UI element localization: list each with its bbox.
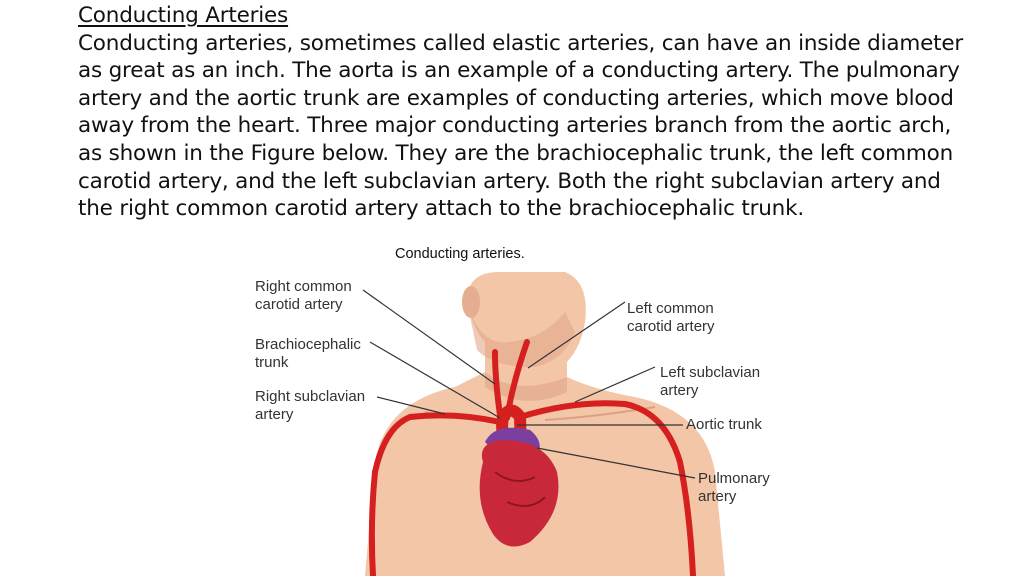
label-left-common-carotid: Left common carotid artery [627,300,715,335]
arteries-figure: Right common carotid artery Brachiocepha… [245,272,805,576]
leader-lines [362,289,696,479]
label-left-subclavian: Left subclavian artery [660,364,761,399]
anatomy-illustration [362,272,725,576]
torso-skin [365,272,725,576]
label-pulmonary-artery: Pulmonary artery [698,470,770,505]
arteries [368,339,696,576]
label-right-common-carotid: Right common carotid artery [255,278,352,313]
label-right-subclavian: Right subclavian artery [255,388,366,423]
ear [462,286,480,318]
label-brachiocephalic-trunk: Brachiocephalic trunk [255,336,361,371]
slide-paragraph: Conducting arteries, sometimes called el… [78,30,964,222]
heart [479,440,559,547]
neck-shadow [485,372,567,401]
figure-caption: Conducting arteries. [395,246,525,262]
label-aortic-trunk: Aortic trunk [686,416,762,433]
slide-title: Conducting Arteries [78,3,289,28]
slide-text-block: Conducting Arteries Conducting arteries,… [78,2,978,223]
